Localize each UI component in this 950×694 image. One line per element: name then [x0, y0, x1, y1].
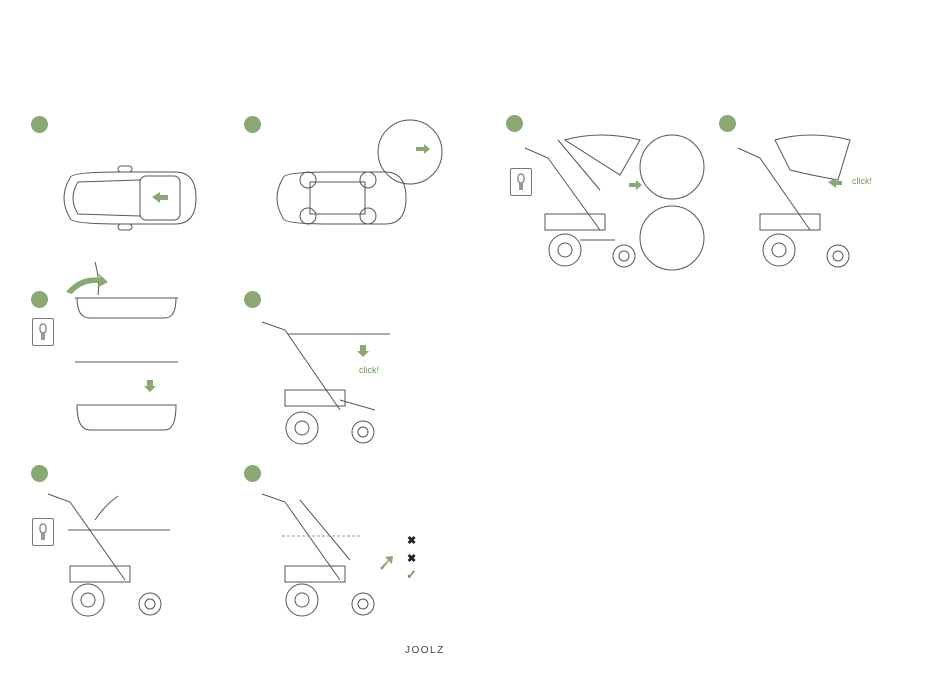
bassinet-frame [75, 262, 178, 430]
stroller-illustration [525, 135, 704, 270]
check-mark-icon: ✓ [406, 567, 417, 583]
click-label: click! [852, 176, 872, 186]
click-label: click! [359, 365, 379, 375]
stroller-illustration [738, 135, 850, 267]
stroller-illustration [48, 494, 170, 616]
bassinet-top-view [64, 166, 196, 230]
arrow-icon [66, 144, 842, 570]
wrong-mark-icon: ✖ [407, 552, 416, 565]
stroller-illustration [262, 494, 374, 616]
bassinet-top-view [277, 120, 442, 224]
brand-logo: JOOLZ [405, 645, 445, 656]
wrong-mark-icon: ✖ [407, 534, 416, 547]
stroller-illustration [262, 322, 390, 444]
